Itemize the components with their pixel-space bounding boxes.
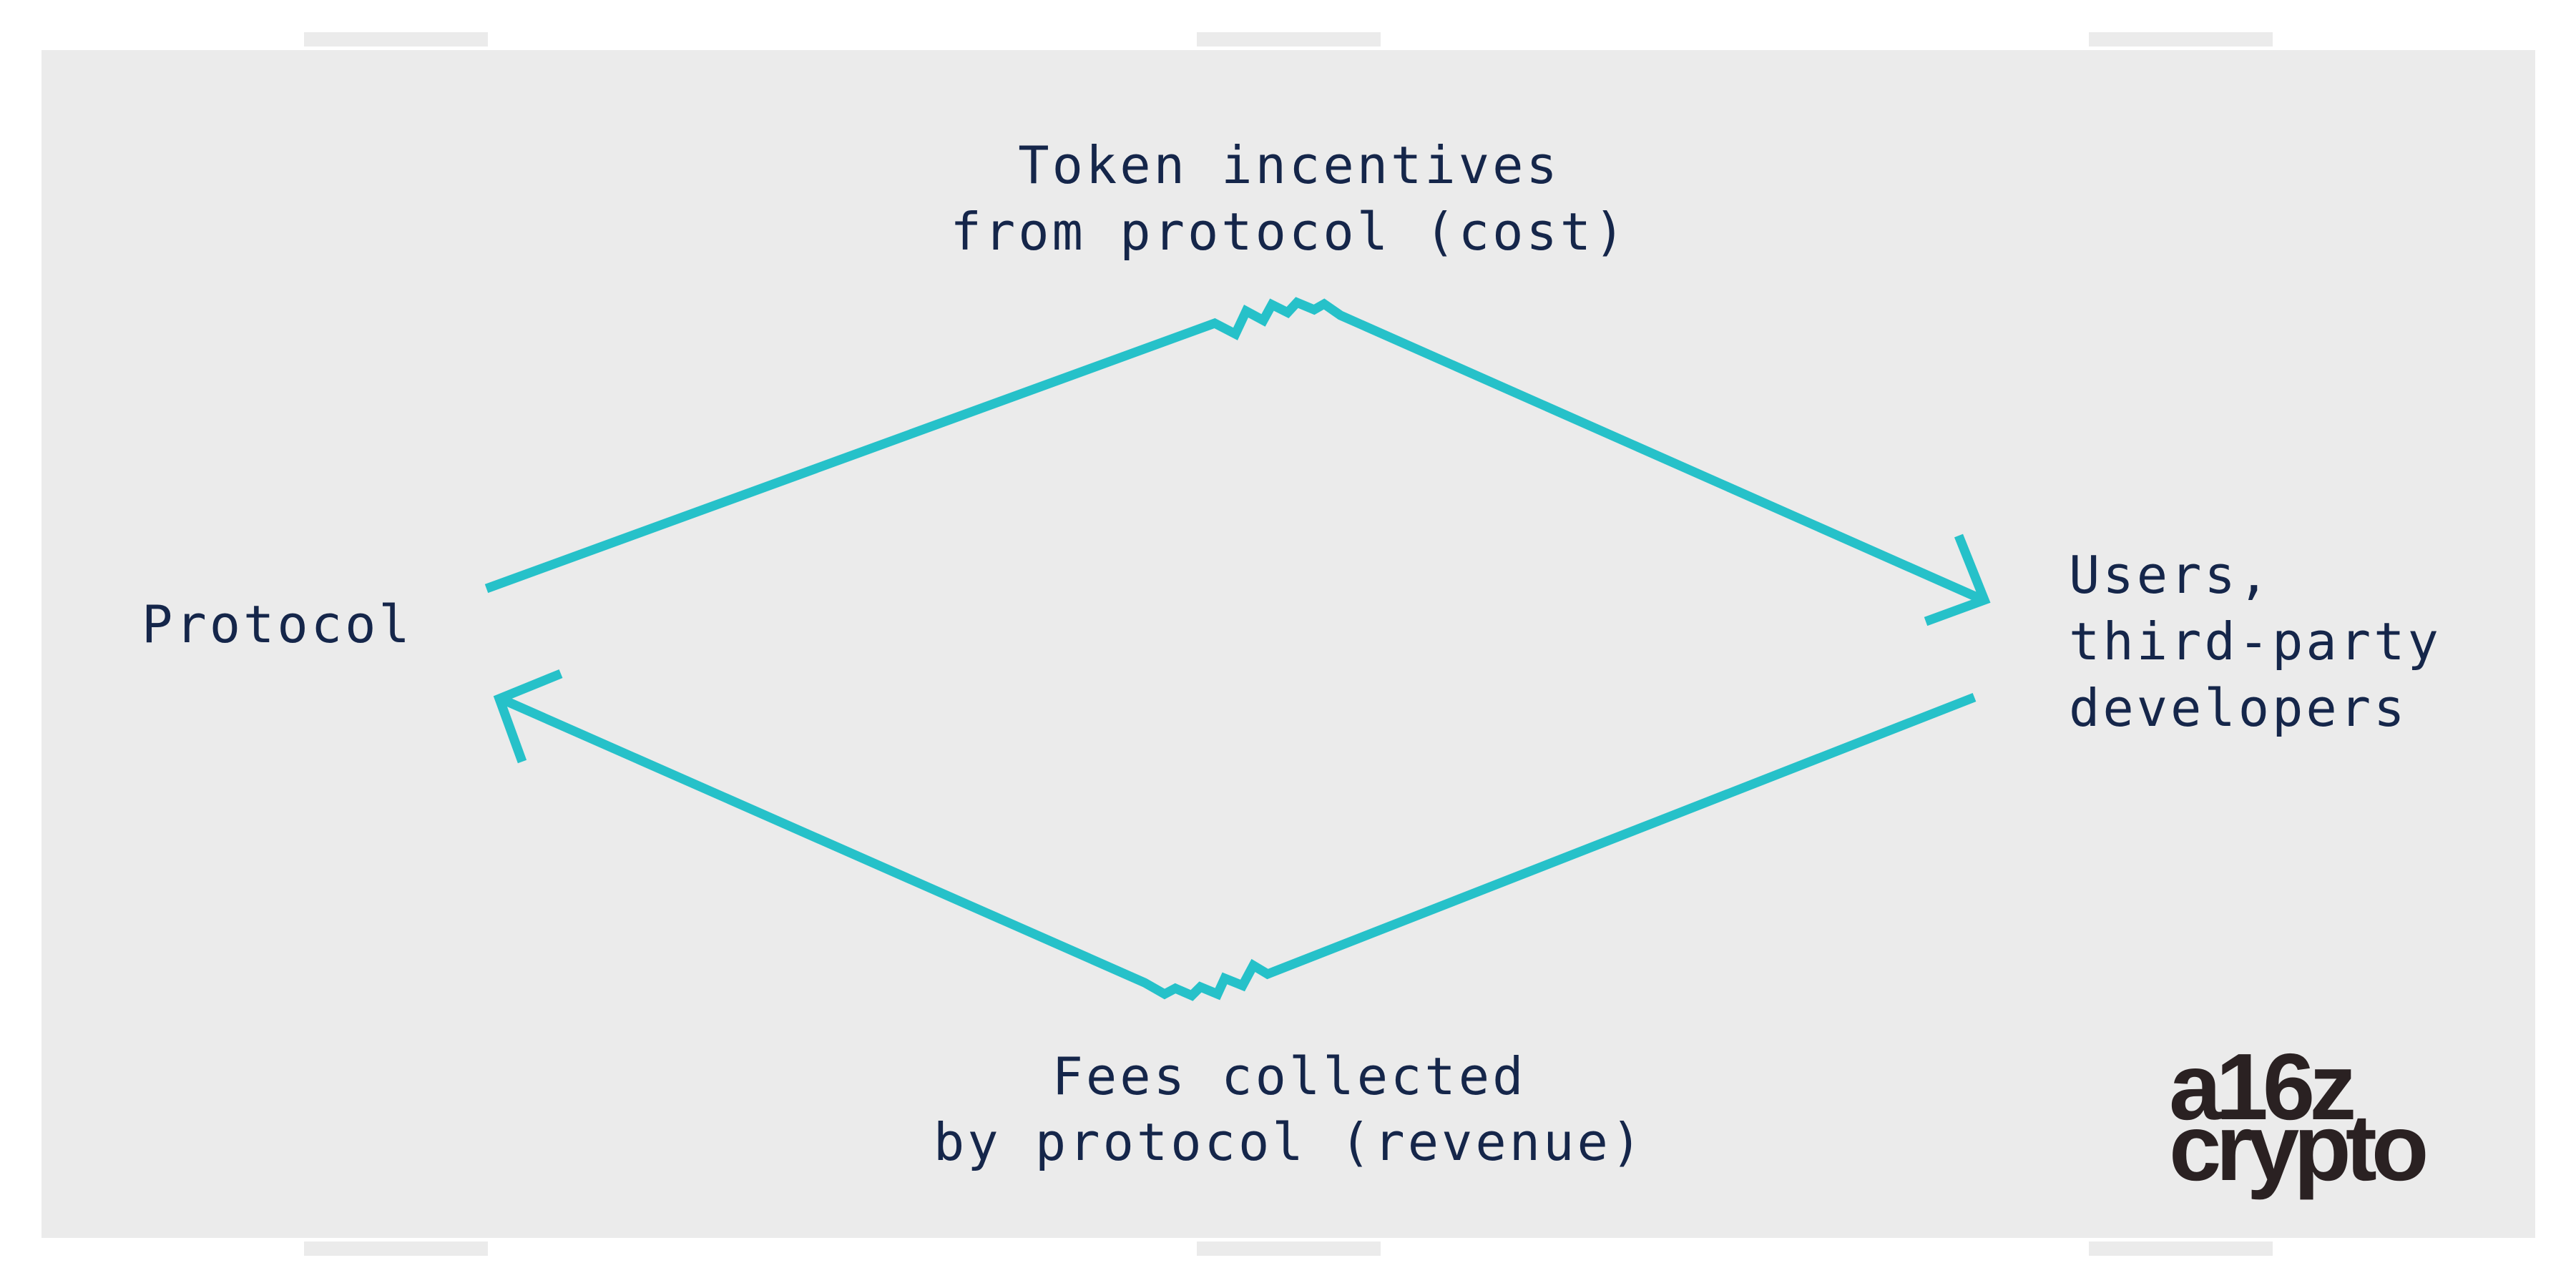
incentives-label-line-2: from protocol (cost) — [951, 202, 1628, 262]
frame-tabs — [304, 32, 2273, 1256]
frame-tab — [304, 1242, 488, 1256]
fees-arrow — [493, 669, 1977, 1001]
frame-tab — [2089, 32, 2273, 46]
incentives-arrow-line — [484, 297, 1982, 603]
background-panel — [41, 50, 2535, 1238]
node-users-label-line-2: third-party — [2069, 611, 2442, 672]
incentives-arrow — [484, 297, 1991, 626]
incentives-arrow-head — [1924, 534, 1991, 626]
fees-label-line-1: Fees collected — [1052, 1046, 1527, 1106]
a16z-crypto-logo: a16z crypto — [2169, 1034, 2431, 1200]
fees-arrow-head — [493, 669, 563, 764]
node-users-label-line-1: Users, — [2069, 545, 2272, 605]
logo-line-1: a16z — [2169, 1034, 2354, 1139]
frame-tab — [304, 32, 488, 46]
incentives-label-line-1: Token incentives — [1018, 135, 1560, 195]
frame-tab — [2089, 1242, 2273, 1256]
node-protocol-label: Protocol — [142, 594, 413, 654]
fees-arrow-line — [499, 692, 1977, 1001]
node-users-label-line-3: developers — [2069, 678, 2407, 738]
frame-tab — [1197, 32, 1381, 46]
logo-line-2: crypto — [2169, 1095, 2426, 1200]
frame-tab — [1197, 1242, 1381, 1256]
fees-label-line-2: by protocol (revenue) — [934, 1112, 1645, 1172]
